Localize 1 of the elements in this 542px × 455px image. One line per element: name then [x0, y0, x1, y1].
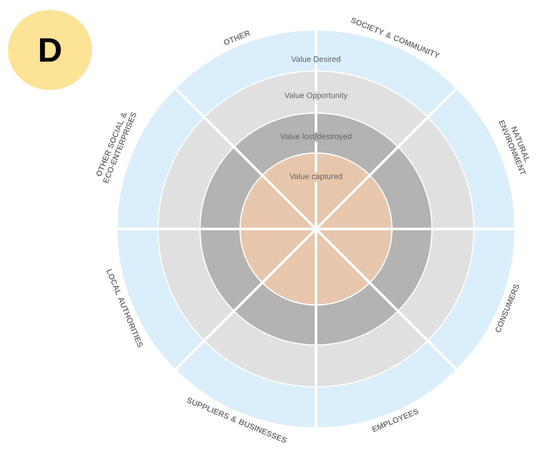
letter-badge: D — [8, 10, 92, 90]
